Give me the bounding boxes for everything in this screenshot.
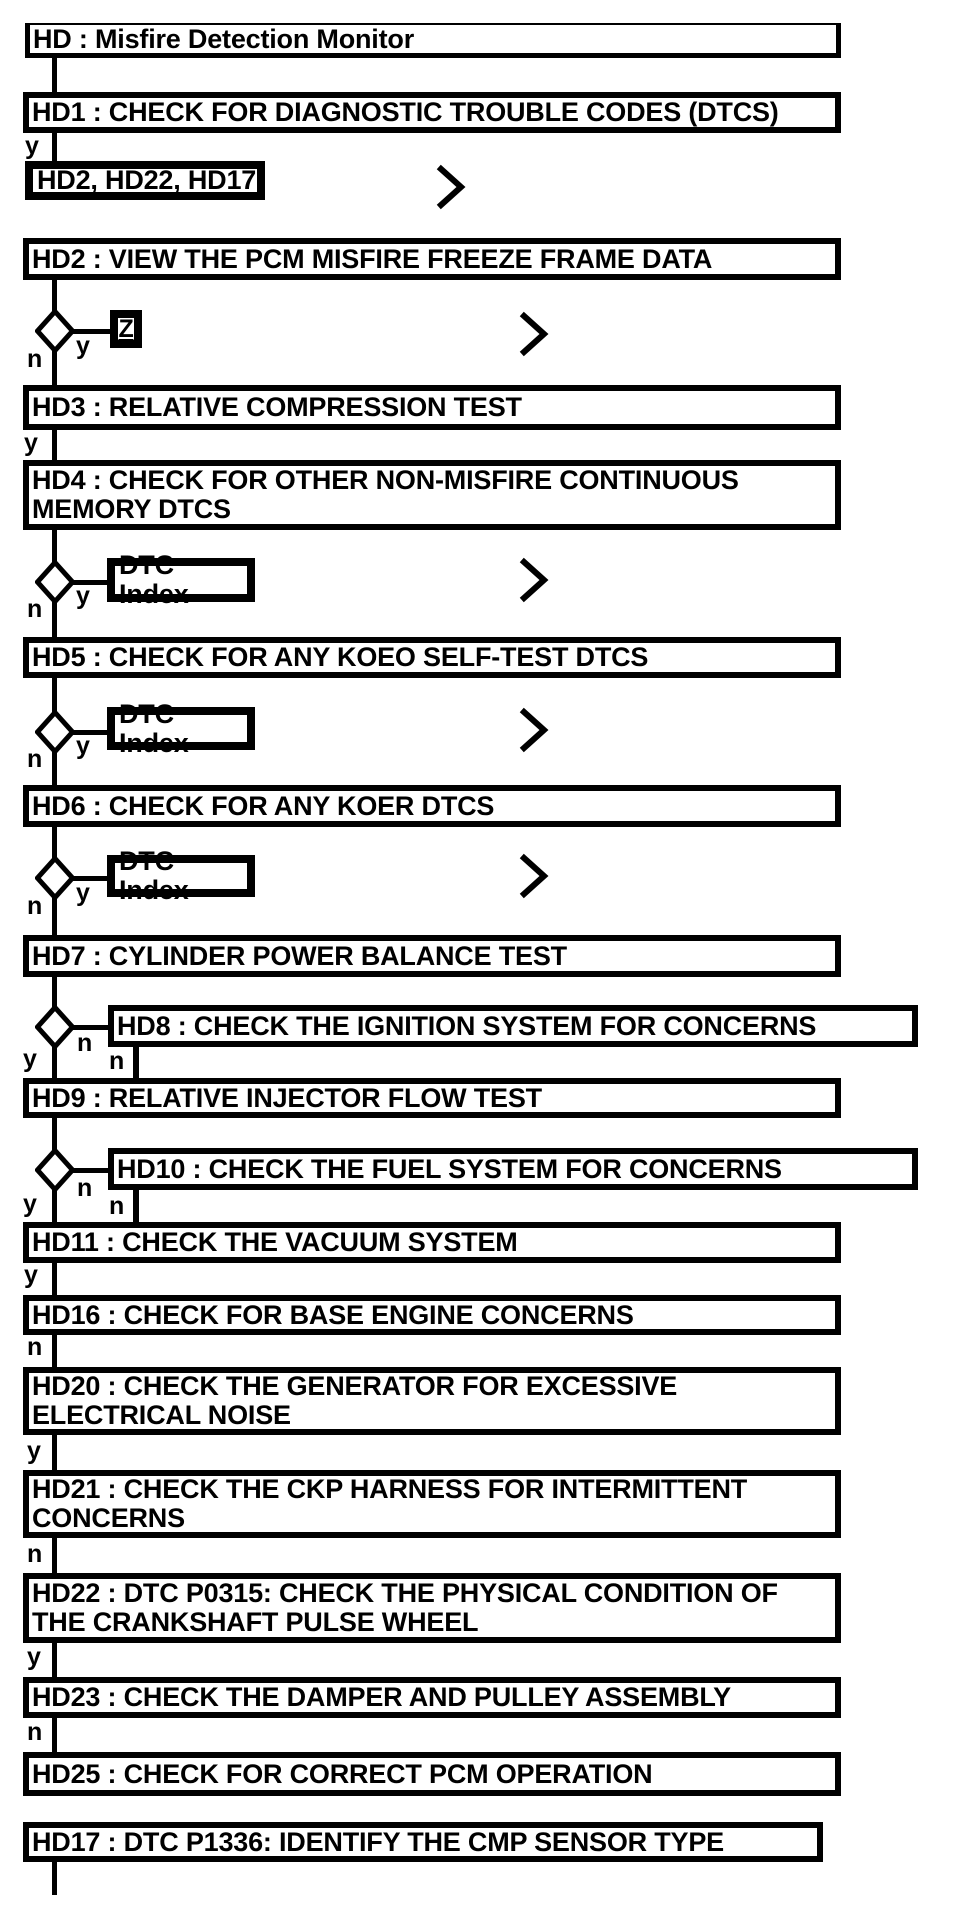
branch-label-y: y — [25, 132, 39, 160]
branch-line — [70, 876, 109, 881]
connector-line — [52, 133, 57, 161]
connector-line — [52, 1335, 57, 1368]
node-hd17: HD17 : DTC P1336: IDENTIFY THE CMP SENSO… — [23, 1822, 823, 1862]
branch-line — [70, 1168, 110, 1173]
chevron-right-icon[interactable] — [519, 853, 549, 899]
connector-line — [52, 349, 57, 386]
branch-label-n: n — [27, 745, 43, 773]
node-hd20: HD20 : CHECK THE GENERATOR FOR EXCESSIVE… — [23, 1367, 841, 1435]
decision-diamond-icon — [35, 710, 75, 754]
chevron-right-icon[interactable] — [519, 707, 549, 753]
link-pinpoint-z[interactable]: Z — [110, 310, 142, 348]
connector-line — [52, 678, 57, 713]
node-hd9: HD9 : RELATIVE INJECTOR FLOW TEST — [23, 1078, 841, 1118]
connector-line — [52, 1718, 57, 1753]
node-hd16: HD16 : CHECK FOR BASE ENGINE CONCERNS — [23, 1295, 841, 1335]
connector-line — [52, 897, 57, 936]
branch-line — [70, 1025, 110, 1030]
node-hd: HD : Misfire Detection Monitor — [25, 23, 841, 58]
node-hd2: HD2 : VIEW THE PCM MISFIRE FREEZE FRAME … — [23, 238, 841, 280]
branch-label-y: y — [24, 1261, 38, 1289]
connector-line — [52, 1538, 57, 1574]
branch-label-y: y — [76, 879, 90, 907]
node-hd7: HD7 : CYLINDER POWER BALANCE TEST — [23, 935, 841, 977]
branch-line — [70, 730, 109, 735]
node-hd8: HD8 : CHECK THE IGNITION SYSTEM FOR CONC… — [108, 1005, 918, 1047]
node-hd25: HD25 : CHECK FOR CORRECT PCM OPERATION — [23, 1752, 841, 1796]
chevron-right-icon[interactable] — [519, 311, 549, 357]
connector-line — [52, 1862, 57, 1895]
node-hd23: HD23 : CHECK THE DAMPER AND PULLEY ASSEM… — [23, 1677, 841, 1718]
branch-label-y: y — [76, 332, 90, 360]
connector-line — [52, 1189, 57, 1223]
link-dtc-index-3[interactable]: DTC Index — [107, 847, 255, 905]
decision-diamond-icon — [35, 560, 75, 604]
chevron-right-icon[interactable] — [436, 164, 466, 210]
branch-label-y: y — [24, 429, 38, 457]
connector-line — [52, 1435, 57, 1471]
node-hd10: HD10 : CHECK THE FUEL SYSTEM FOR CONCERN… — [108, 1148, 918, 1190]
branch-label-n: n — [109, 1047, 125, 1075]
node-hd6: HD6 : CHECK FOR ANY KOER DTCS — [23, 785, 841, 827]
branch-label-y: y — [23, 1045, 37, 1073]
connector-line — [52, 601, 57, 638]
branch-label-n: n — [27, 595, 43, 623]
connector-line — [52, 827, 57, 859]
node-hd22: HD22 : DTC P0315: CHECK THE PHYSICAL CON… — [23, 1573, 841, 1643]
node-hd3: HD3 : RELATIVE COMPRESSION TEST — [23, 385, 841, 430]
node-hd1: HD1 : CHECK FOR DIAGNOSTIC TROUBLE CODES… — [23, 92, 841, 133]
z-link-label: Z — [118, 314, 134, 343]
connector-line — [52, 530, 57, 563]
connector-line — [52, 430, 57, 461]
branch-label-n: n — [27, 1540, 43, 1568]
connector-line — [52, 1643, 57, 1678]
branch-line — [70, 580, 109, 585]
branch-label-y: y — [23, 1190, 37, 1218]
branch-label-n: n — [27, 1333, 43, 1361]
chevron-right-icon[interactable] — [519, 557, 549, 603]
connector-line — [52, 751, 57, 786]
branch-line — [70, 329, 112, 334]
connector-line — [52, 58, 57, 92]
decision-diamond-icon — [35, 1005, 75, 1049]
connector-line — [52, 1046, 57, 1079]
node-hd21: HD21 : CHECK THE CKP HARNESS FOR INTERMI… — [23, 1470, 841, 1538]
branch-label-n: n — [77, 1174, 93, 1202]
branch-label-n: n — [27, 345, 43, 373]
decision-diamond-icon — [35, 309, 75, 353]
node-hd4: HD4 : CHECK FOR OTHER NON-MISFIRE CONTIN… — [23, 460, 841, 530]
branch-line — [133, 1047, 139, 1078]
branch-label-n: n — [109, 1192, 125, 1220]
branch-label-n: n — [27, 1718, 43, 1746]
decision-diamond-icon — [35, 1148, 75, 1192]
connector-line — [52, 1118, 57, 1151]
branch-label-y: y — [76, 582, 90, 610]
branch-line — [133, 1190, 139, 1223]
branch-label-n: n — [77, 1029, 93, 1057]
node-hd11: HD11 : CHECK THE VACUUM SYSTEM — [23, 1222, 841, 1263]
branch-label-y: y — [76, 732, 90, 760]
branch-label-y: y — [27, 1437, 41, 1465]
branch-label-y: y — [27, 1643, 41, 1671]
decision-diamond-icon — [35, 856, 75, 900]
link-dtc-index-1[interactable]: DTC Index — [107, 551, 255, 609]
link-dtc-index-2[interactable]: DTC Index — [107, 699, 255, 757]
connector-line — [52, 280, 57, 313]
branch-label-n: n — [27, 892, 43, 920]
connector-line — [52, 977, 57, 1008]
link-hd2-hd22-hd17[interactable]: HD2, HD22, HD17 — [25, 161, 265, 200]
connector-line — [52, 1263, 57, 1296]
node-hd5: HD5 : CHECK FOR ANY KOEO SELF-TEST DTCS — [23, 637, 841, 678]
